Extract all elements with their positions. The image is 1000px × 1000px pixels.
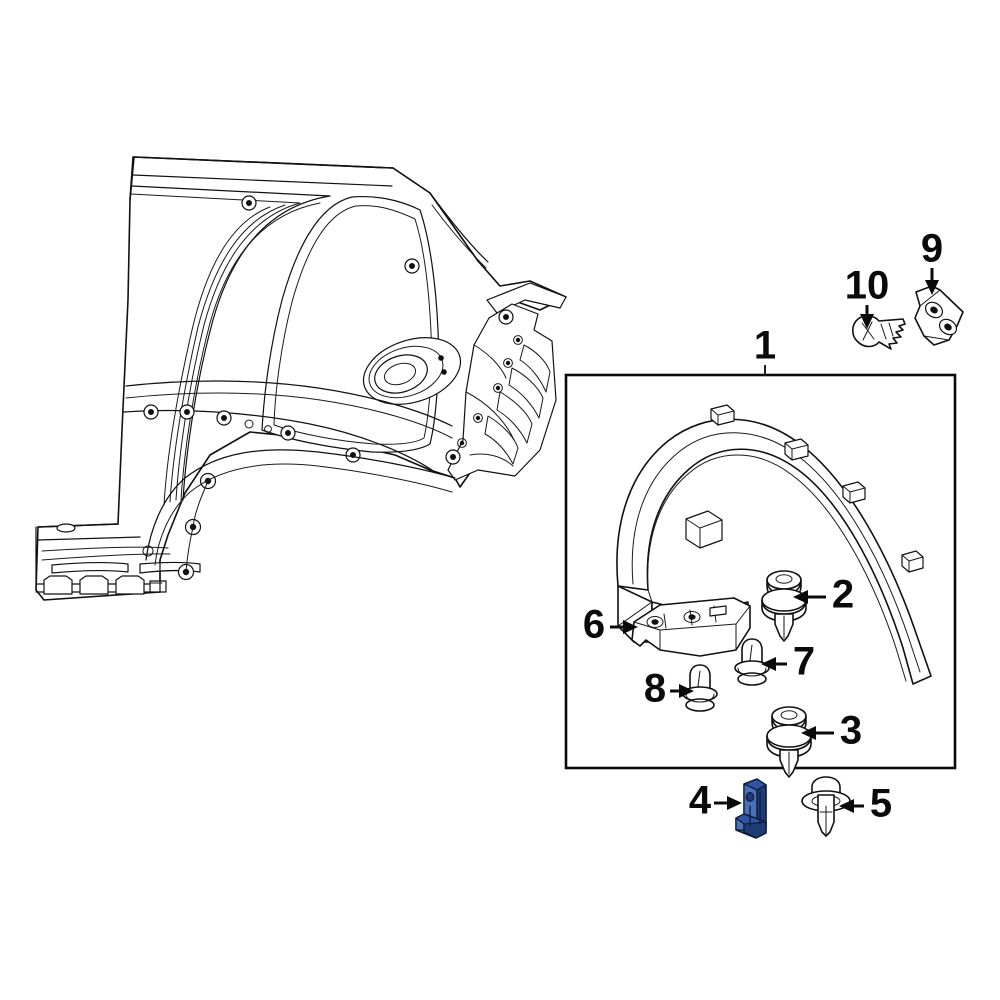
foam-pad bbox=[842, 481, 866, 504]
foam-pad bbox=[901, 550, 924, 573]
arch-fastener-column bbox=[177, 472, 217, 581]
callout-label-2[interactable]: 2 bbox=[832, 573, 854, 617]
callout-label-5[interactable]: 5 bbox=[870, 782, 892, 826]
rear-lamp-support-bracket bbox=[445, 282, 567, 481]
part-8-small-dome-clip[interactable] bbox=[682, 664, 718, 712]
part-5-push-pin-retainer[interactable] bbox=[801, 776, 851, 837]
panel-fastener-hole bbox=[241, 195, 257, 211]
part-6-molding-support-bracket[interactable] bbox=[631, 597, 751, 657]
foam-pad bbox=[710, 404, 735, 426]
callout-label-9[interactable]: 9 bbox=[921, 227, 943, 271]
foam-pad-large bbox=[685, 510, 723, 549]
callout-leaders bbox=[610, 268, 939, 813]
foam-pad bbox=[784, 438, 809, 461]
callout-label-8[interactable]: 8 bbox=[644, 667, 666, 711]
callout-label-7[interactable]: 7 bbox=[793, 640, 815, 684]
part-9-spring-nut-plate[interactable] bbox=[914, 285, 964, 346]
fuel-filler-housing bbox=[362, 337, 462, 405]
panel-fastener-hole bbox=[404, 258, 420, 274]
callout-label-10[interactable]: 10 bbox=[845, 264, 890, 308]
part-10-phillips-tapping-screw[interactable] bbox=[851, 315, 906, 350]
rear-quarter-panel-assembly bbox=[35, 156, 567, 601]
callout-label-4[interactable]: 4 bbox=[689, 779, 712, 823]
part-4-molding-bracket-highlighted[interactable] bbox=[735, 778, 767, 839]
callout-label-6[interactable]: 6 bbox=[583, 603, 605, 647]
part-2-push-retainer-clip[interactable] bbox=[761, 570, 807, 642]
part-3-push-retainer-clip[interactable] bbox=[766, 706, 812, 778]
rocker-sill-panel bbox=[35, 523, 201, 595]
callout-label-3[interactable]: 3 bbox=[840, 709, 862, 753]
callout-numbers: 1 2 3 4 5 6 7 8 9 10 bbox=[583, 227, 943, 826]
part-7-small-dome-clip[interactable] bbox=[734, 638, 770, 686]
weld-stud-row bbox=[143, 404, 361, 463]
callout-label-1[interactable]: 1 bbox=[754, 324, 776, 368]
molding-foam-pads bbox=[685, 404, 924, 573]
group-box-item-1[interactable] bbox=[564, 373, 957, 770]
